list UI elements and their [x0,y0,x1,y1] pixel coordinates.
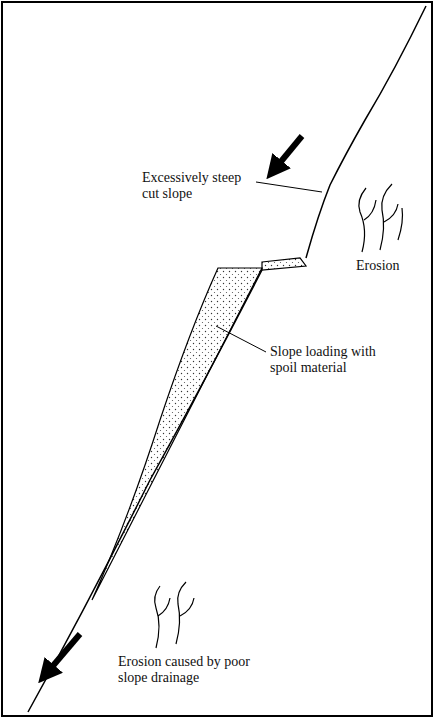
leader-line [256,182,322,192]
bench [262,258,306,270]
movement-arrow [46,634,80,674]
erosion-gullies [155,582,194,648]
leader-line [216,326,266,352]
slope-label: Erosion caused by poor slope drainage [118,654,270,686]
slope-label: Erosion [356,258,426,274]
cut-slope-line [306,6,426,258]
movement-arrow [274,136,302,170]
natural-slope-line [28,270,262,712]
erosion-gullies [359,184,403,252]
slope-label: Excessively steep cut slope [142,170,254,202]
slope-label: Slope loading with spoil material [270,344,394,376]
